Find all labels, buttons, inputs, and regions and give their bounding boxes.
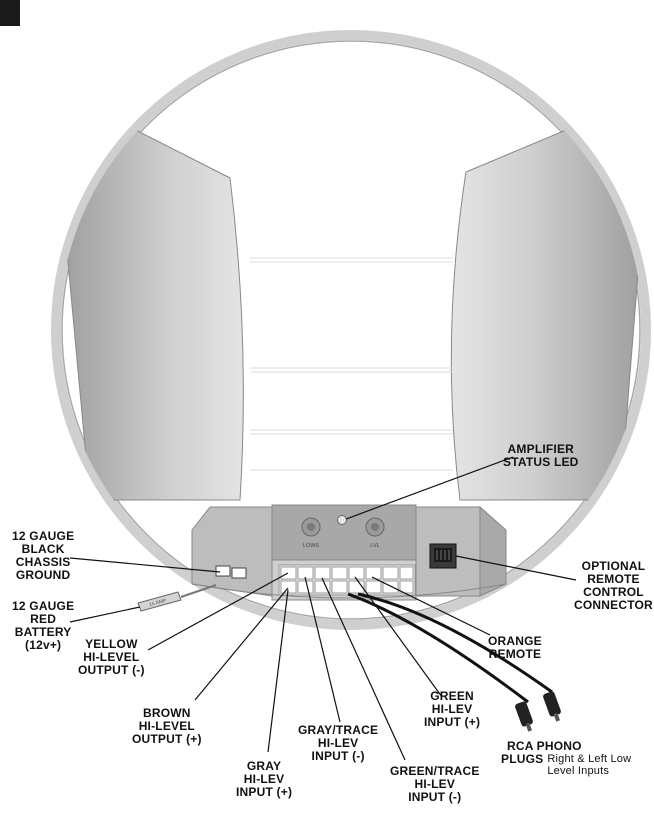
level-knob (365, 517, 385, 537)
label-gray-trace-hi-lev-input-neg: GRAY/TRACE HI-LEV INPUT (-) (298, 724, 378, 763)
label-line: AMPLIFIER (507, 442, 575, 456)
label-line: STATUS LED (503, 455, 579, 469)
label-line: CHASSIS (15, 555, 71, 569)
label-gray-hi-lev-input-pos: GRAY HI-LEV INPUT (+) (236, 760, 292, 799)
rca-plug-right (543, 691, 561, 722)
label-line: CONNECTOR (574, 598, 653, 612)
left-wing-panel (59, 121, 244, 501)
label-line: OUTPUT (+) (132, 732, 202, 746)
label-green-trace-hi-lev-input-neg: GREEN/TRACE HI-LEV INPUT (-) (390, 765, 480, 804)
label-line: YELLOW (85, 637, 138, 651)
label-line: BATTERY (14, 625, 72, 639)
label-line: RED (30, 612, 57, 626)
label-optional-remote-control-connector: OPTIONAL REMOTE CONTROL CONNECTOR (574, 560, 653, 612)
leader-orange (371, 576, 491, 636)
label-line: INPUT (-) (408, 790, 462, 804)
label-line: GRAY/TRACE (298, 723, 379, 737)
label-line: BROWN (143, 706, 191, 720)
label-line: 12 GAUGE (12, 599, 75, 613)
label-line: OUTPUT (-) (78, 663, 145, 677)
label-line: Level Inputs (547, 765, 610, 777)
label-line: INPUT (+) (236, 785, 293, 799)
status-led (337, 515, 347, 525)
label-line: HI-LEV (317, 736, 359, 750)
label-line: HI-LEV (414, 777, 456, 791)
leader-status-led (345, 456, 514, 520)
label-line: REMOTE (587, 572, 640, 586)
label-line: HI-LEV (243, 772, 285, 786)
background-frame-lines (250, 257, 453, 471)
label-12-gauge-red-battery: 12 GAUGE RED BATTERY (12v+) (12, 600, 74, 652)
label-12-gauge-black-chassis-ground: 12 GAUGE BLACK CHASSIS GROUND (12, 530, 74, 582)
leader-yellow (147, 572, 289, 651)
label-line: GROUND (15, 568, 71, 582)
label-line: ORANGE (488, 634, 542, 648)
label-green-hi-lev-input-pos: GREEN HI-LEV INPUT (+) (424, 690, 480, 729)
terminal-block (278, 564, 416, 596)
fuse-label: 15 AMP (149, 598, 168, 608)
rca-plugs-row: PLUGS Right & Left Low Level Inputs (501, 752, 631, 778)
label-line: CONTROL (583, 585, 644, 599)
gain-knob-label: LOWS (303, 543, 320, 549)
leader-remote-connector (455, 555, 577, 581)
level-knob-label: LVL (370, 543, 379, 549)
leader-green-trace (321, 577, 406, 761)
leader-battery (69, 606, 141, 623)
fuse-holder: 15 AMP (137, 584, 217, 612)
label-orange-remote: ORANGE REMOTE (488, 635, 542, 661)
label-yellow-hi-level-output-neg: YELLOW HI-LEVEL OUTPUT (-) (78, 638, 145, 677)
label-line: GREEN (430, 689, 474, 703)
label-line: HI-LEV (431, 702, 473, 716)
corner-tab (0, 0, 20, 26)
leader-brown (194, 587, 289, 701)
label-line: Right & Left Low (547, 753, 632, 765)
leader-gray-trace (304, 576, 341, 723)
label-line: OPTIONAL (581, 559, 646, 573)
label-rca-phono-plugs: RCA PHONO PLUGS Right & Left Low Level I… (501, 739, 631, 778)
label-line: BLACK (21, 542, 65, 556)
label-brown-hi-level-output-pos: BROWN HI-LEVEL OUTPUT (+) (132, 707, 202, 746)
label-line: INPUT (-) (311, 749, 365, 763)
ground-terminal (215, 565, 247, 579)
label-line: PLUGS (501, 752, 544, 766)
label-line: RCA PHONO (507, 739, 582, 753)
label-line: REMOTE (488, 647, 542, 661)
label-line: 12 GAUGE (12, 529, 75, 543)
rca-plug-left (515, 701, 533, 732)
leader-gray (267, 589, 289, 753)
label-line: (12v+) (25, 638, 62, 652)
leader-ground (69, 557, 221, 573)
gain-knob (301, 517, 321, 537)
right-wing-panel (450, 121, 643, 501)
label-line: GREEN/TRACE (390, 764, 480, 778)
remote-connector-jack (429, 543, 457, 569)
label-line: HI-LEVEL (138, 719, 195, 733)
label-line: HI-LEVEL (83, 650, 140, 664)
label-line: INPUT (+) (424, 715, 481, 729)
rca-cables (347, 592, 553, 704)
label-amplifier-status-led: AMPLIFIER STATUS LED (503, 443, 579, 469)
rca-description: Right & Left Low Level Inputs (547, 753, 631, 777)
label-line: GRAY (246, 759, 282, 773)
